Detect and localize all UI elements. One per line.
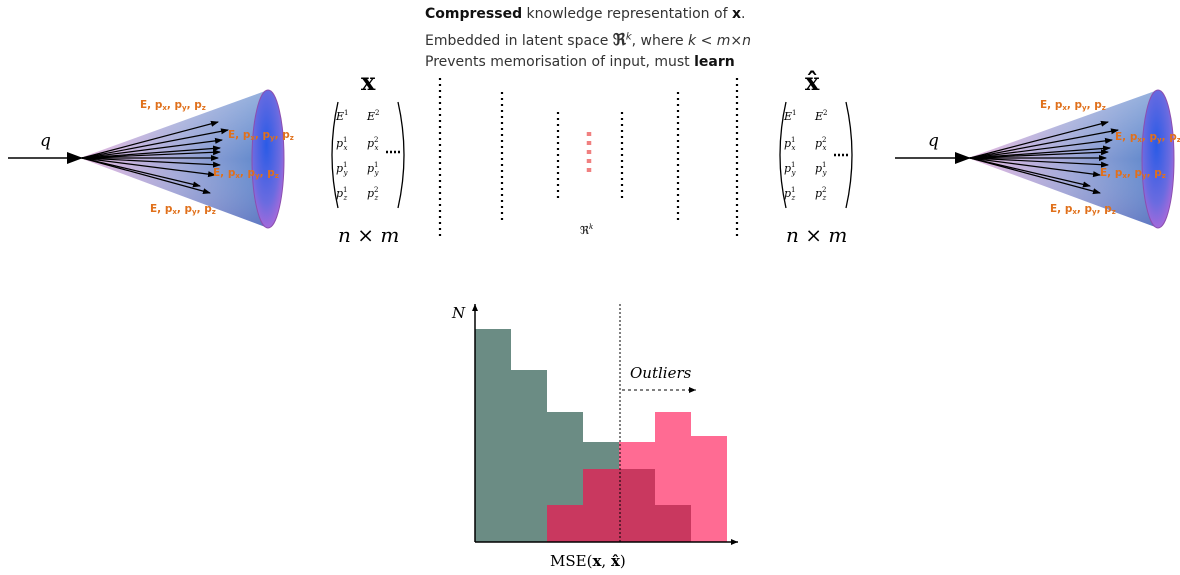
input-matrix-left-paren — [331, 101, 339, 209]
output-matrix-left-paren — [779, 101, 787, 209]
description-line-3: Prevents memorisation of input, must lea… — [425, 54, 735, 70]
description-line-1: Compressed knowledge representation of x… — [425, 6, 745, 22]
left-jet-cone-shade — [80, 90, 284, 228]
svg-text:p1y: p1y — [336, 161, 349, 177]
line3-text: Prevents memorisation of input, must — [425, 54, 695, 70]
left-jet-tracks — [81, 120, 229, 195]
left-jet-label-3: E, px, py, pz — [213, 167, 279, 180]
svg-text:p1z: p1z — [336, 186, 348, 202]
right-jet-label-1: E, px, py, pz — [1040, 99, 1106, 112]
input-dims: n × m — [338, 223, 399, 247]
signal-bar-2 — [583, 469, 619, 542]
svg-text:p2z: p2z — [367, 186, 379, 202]
line1-end: . — [740, 6, 746, 22]
svg-text:p1x: p1x — [336, 136, 348, 152]
signal-bar-4-overlap — [655, 505, 691, 542]
line2-text: Embedded in latent space — [425, 33, 613, 49]
left-jet-label-2: E, px, py, pz — [228, 129, 294, 142]
autoencoder-layers — [438, 78, 739, 240]
output-symbol: x̂ — [805, 67, 820, 96]
svg-text:p2z: p2z — [815, 186, 827, 202]
line2-mn: m×n — [716, 33, 752, 49]
x-axis-label: MSE(x, x̂) — [550, 552, 626, 570]
y-axis-label: N — [451, 304, 466, 322]
svg-text:p1y: p1y — [815, 161, 828, 177]
svg-text:E1: E1 — [335, 109, 349, 123]
learn-word: learn — [694, 54, 735, 70]
right-jet-label-3: E, px, py, pz — [1100, 167, 1166, 180]
right-jet-label-2: E, px, py, pz — [1115, 131, 1180, 144]
signal-bar-3-top — [619, 442, 655, 469]
line2-k: k — [688, 33, 697, 49]
signal-bar-4 — [655, 412, 691, 505]
right-jet-cap — [1141, 89, 1175, 229]
line2-mid: , where — [631, 33, 689, 49]
background-bar-1 — [475, 329, 511, 542]
signal-bar-3 — [619, 469, 655, 542]
left-jet: q E, px, py, pz E, px, py, pz E, px, py,… — [8, 89, 294, 229]
right-jet-tracks — [969, 120, 1119, 195]
right-jet-label-4: E, px, py, pz — [1050, 203, 1116, 216]
right-jet-labels: E, px, py, pz E, px, py, pz E, px, py, p… — [1040, 99, 1180, 216]
latent-label: ℜk — [580, 223, 593, 237]
input-symbol: x — [361, 67, 376, 96]
svg-text:p2x: p2x — [367, 136, 379, 152]
right-jet-cone-shade — [968, 90, 1174, 228]
right-jet: q E, px, py, pz E, px, py, pz E, px, py,… — [895, 89, 1180, 229]
svg-text:E1: E1 — [783, 109, 797, 123]
output-dims: n × m — [786, 223, 847, 247]
svg-text:E2: E2 — [814, 109, 828, 123]
mse-histogram: Outliers N MSE(x, x̂) — [451, 304, 738, 570]
line1-text: knowledge representation of — [522, 6, 732, 22]
left-jet-label-1: E, px, py, pz — [140, 99, 206, 112]
svg-text:p2x: p2x — [815, 136, 827, 152]
left-jet-cap — [251, 89, 285, 229]
left-jet-label-4: E, px, py, pz — [150, 203, 216, 216]
left-jet-labels: E, px, py, pz E, px, py, pz E, px, py, p… — [140, 99, 294, 216]
outliers-label: Outliers — [630, 364, 692, 382]
line2-space: ℜ — [612, 30, 626, 49]
line2-lt: < — [696, 33, 717, 49]
signal-bar-5 — [691, 436, 727, 542]
svg-text:p1y: p1y — [367, 161, 380, 177]
svg-text:p1x: p1x — [784, 136, 796, 152]
signal-bar-1 — [547, 505, 583, 542]
line1-x: x — [731, 6, 741, 22]
svg-text:p1z: p1z — [784, 186, 796, 202]
left-quark-label: q — [40, 131, 51, 151]
compressed-word: Compressed — [425, 6, 523, 22]
svg-text:p1y: p1y — [784, 161, 797, 177]
output-matrix-right-paren — [845, 101, 853, 209]
line2-space-sup: k — [625, 31, 632, 43]
background-bar-2 — [511, 370, 547, 542]
input-matrix-right-paren — [397, 101, 405, 209]
right-quark-label: q — [928, 131, 939, 151]
svg-text:E2: E2 — [366, 109, 380, 123]
description-line-2: Embedded in latent space ℜk, where k < m… — [425, 30, 751, 49]
